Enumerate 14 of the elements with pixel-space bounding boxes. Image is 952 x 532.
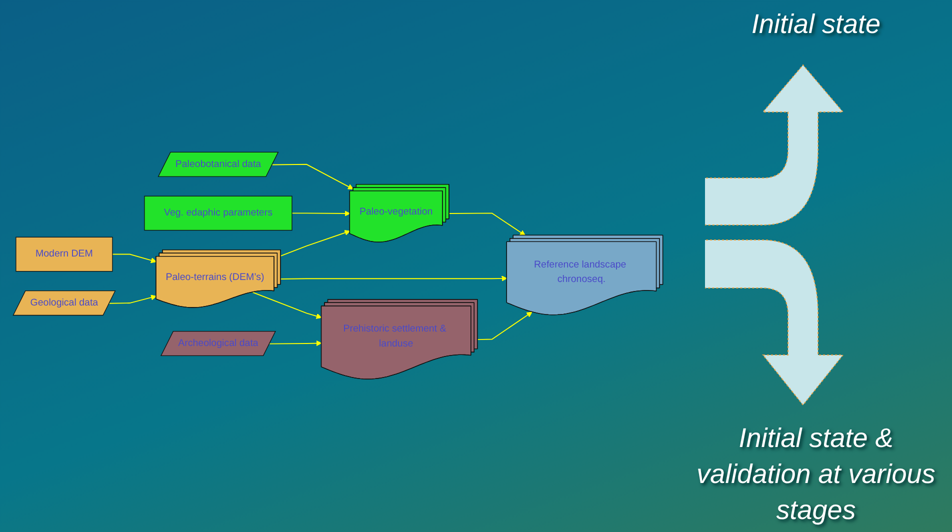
arrow (280, 230, 350, 257)
arrow (252, 292, 322, 320)
arrow (280, 276, 508, 282)
node-box: Veg. edaphic parameters (144, 196, 292, 231)
arrow (477, 312, 532, 340)
arrow (108, 295, 157, 304)
side-note: Initial state (750, 8, 882, 41)
arrow (269, 340, 322, 346)
arrow (448, 213, 526, 236)
arrow (292, 210, 350, 217)
arrow (112, 254, 157, 264)
arrow (272, 164, 354, 190)
side-note: Initial state & validation at various stages (696, 422, 936, 527)
node-box: Modern DEM (16, 237, 113, 272)
